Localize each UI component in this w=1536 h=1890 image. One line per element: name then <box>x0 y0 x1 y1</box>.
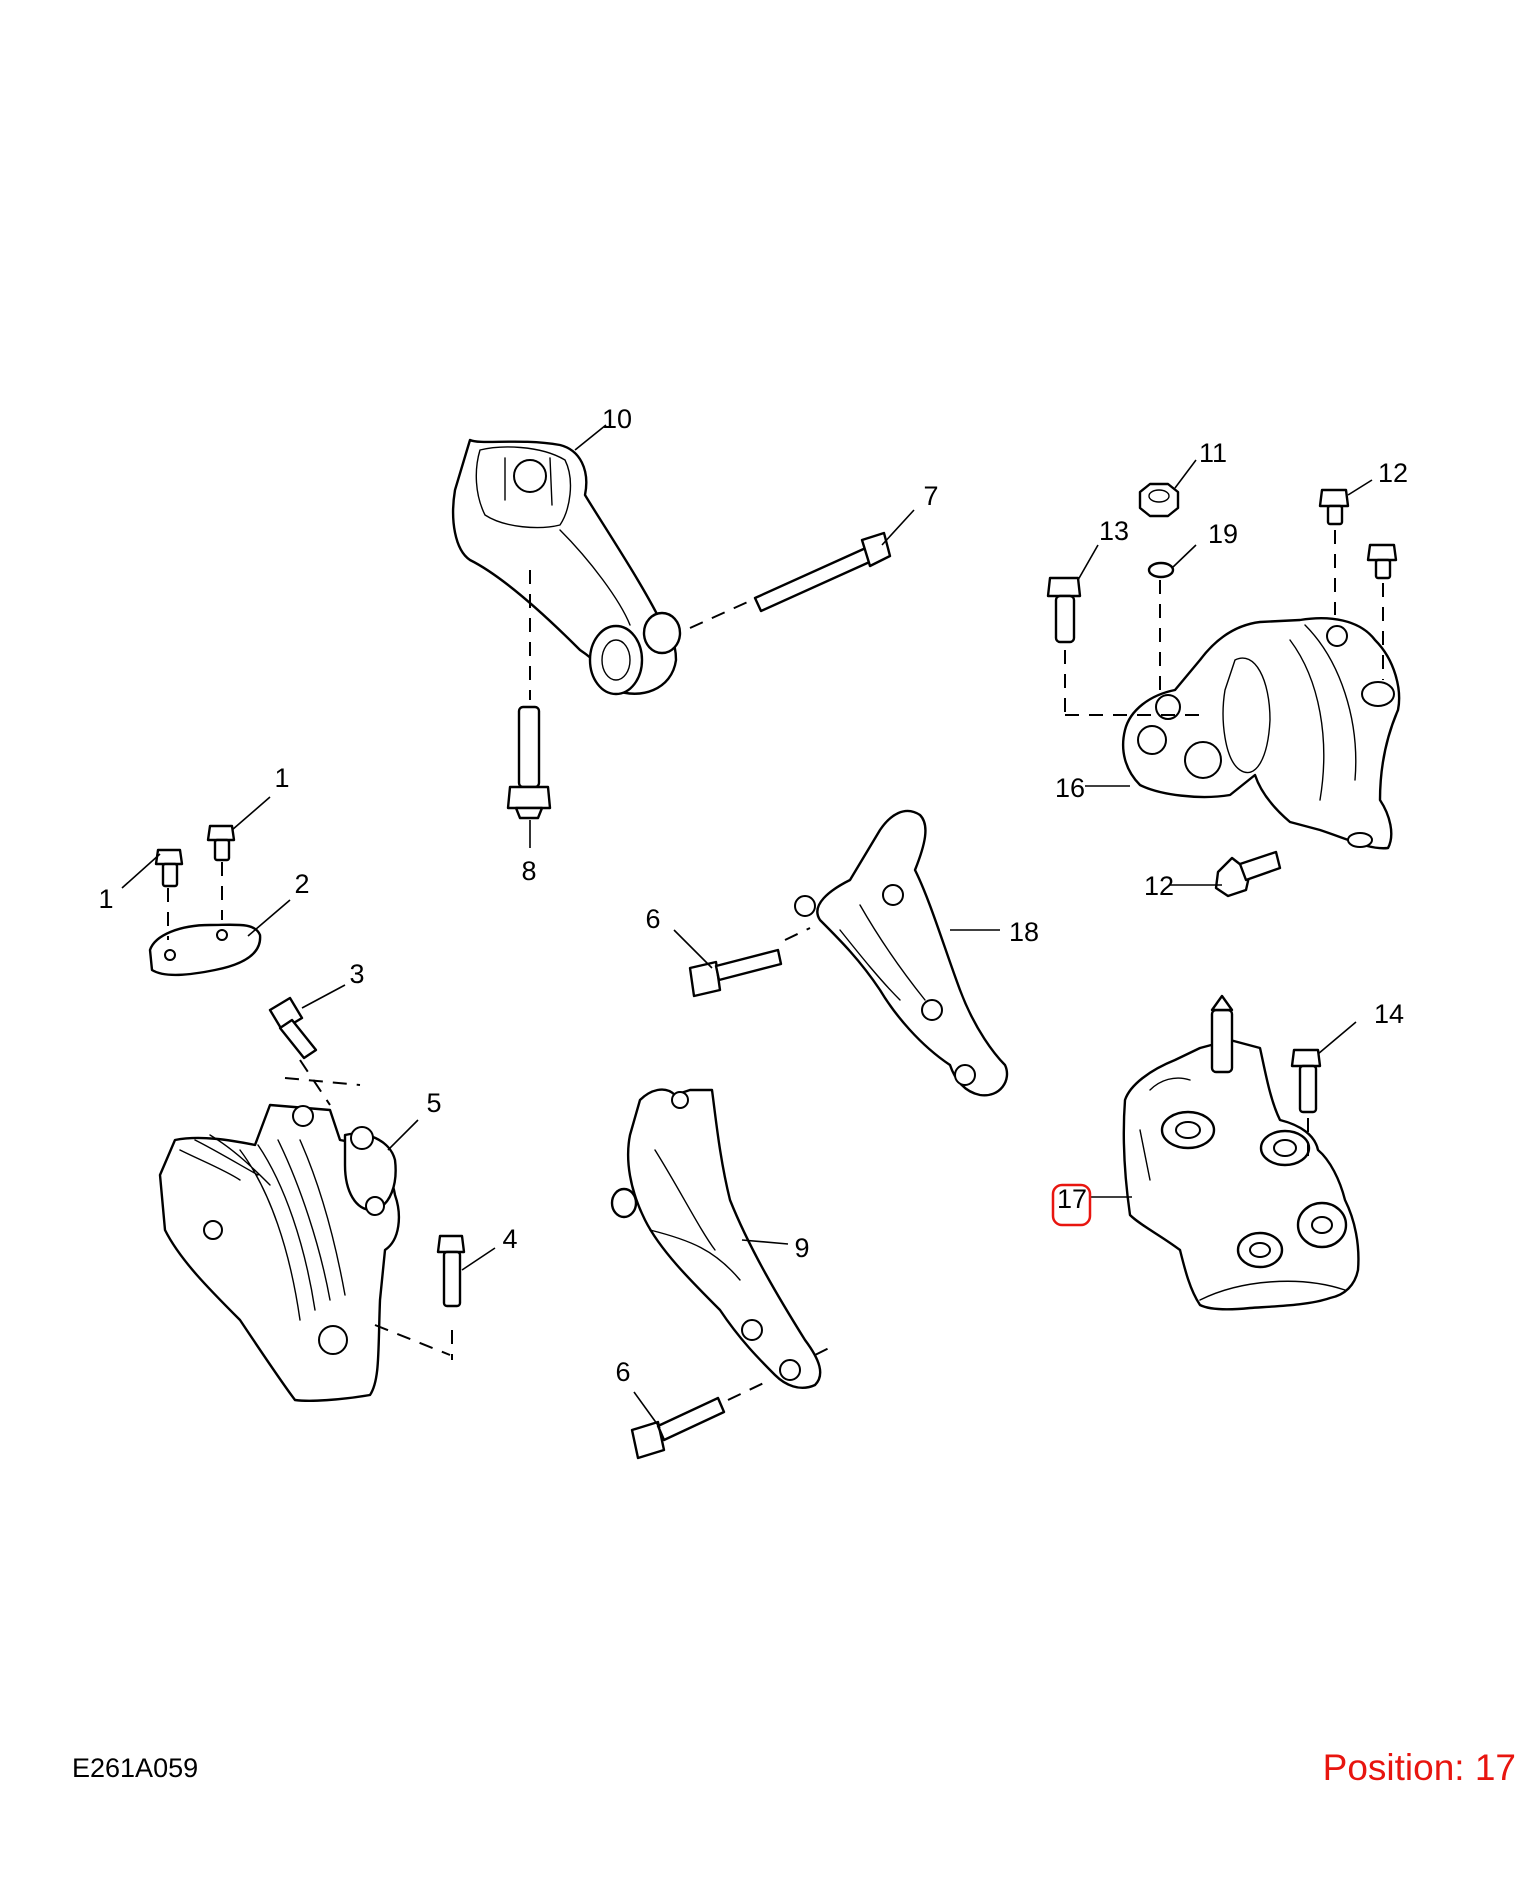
callout-9: 9 <box>794 1233 809 1263</box>
part-bracket-18[interactable] <box>794 809 1009 1097</box>
part-right-mount[interactable] <box>1121 617 1401 850</box>
selected-callout-highlight <box>1051 1183 1092 1227</box>
part-bracket-9[interactable] <box>610 1088 822 1389</box>
part-bolt-1b[interactable] <box>154 848 184 888</box>
part-torque-rod-mount[interactable] <box>451 438 682 696</box>
part-bolt-6b[interactable] <box>630 1396 726 1460</box>
callout-2: 2 <box>294 869 309 899</box>
callout-3: 3 <box>349 959 364 989</box>
part-bolt-14[interactable] <box>1290 1048 1322 1114</box>
part-transmission-mount[interactable] <box>1122 994 1360 1311</box>
part-bolt-12c[interactable] <box>1214 850 1282 898</box>
part-bolt-3[interactable] <box>268 996 318 1060</box>
part-bolt-8[interactable] <box>506 705 552 820</box>
part-bolt-1a[interactable] <box>206 824 236 862</box>
callout-12: 12 <box>1144 871 1174 901</box>
part-plate-2[interactable] <box>148 923 262 977</box>
callout-6: 6 <box>645 904 660 934</box>
assembly-dash-lines <box>167 530 1384 1401</box>
callout-17: 17 <box>1057 1184 1087 1214</box>
part-bolt-13[interactable] <box>1046 576 1082 644</box>
part-bolt-12b[interactable] <box>1366 543 1398 580</box>
part-washer-19[interactable] <box>1147 561 1175 579</box>
callout-19: 19 <box>1208 519 1238 549</box>
callout-6: 6 <box>615 1357 630 1387</box>
callout-16: 16 <box>1055 773 1085 803</box>
part-bolt-7[interactable] <box>753 531 892 613</box>
callout-4: 4 <box>502 1224 517 1254</box>
callout-labels: 1 1 2 3 4 5 6 6 7 8 9 10 11 12 12 13 14 … <box>98 404 1408 1387</box>
callout-12: 12 <box>1378 458 1408 488</box>
diagram-code: E261A059 <box>72 1753 199 1783</box>
part-left-mount[interactable] <box>158 1103 401 1402</box>
callout-14: 14 <box>1374 999 1404 1029</box>
part-bolt-6a[interactable] <box>688 948 783 998</box>
callout-5: 5 <box>426 1088 441 1118</box>
part-bolt-12a[interactable] <box>1318 488 1350 526</box>
callout-1: 1 <box>98 884 113 914</box>
leader-lines <box>121 424 1373 1429</box>
position-indicator: Position: 17 <box>1322 1747 1516 1788</box>
callout-10: 10 <box>602 404 632 434</box>
callout-13: 13 <box>1099 516 1129 546</box>
callout-1: 1 <box>274 763 289 793</box>
callout-7: 7 <box>923 481 938 511</box>
callout-8: 8 <box>521 856 536 886</box>
callout-18: 18 <box>1009 917 1039 947</box>
part-nut-11[interactable] <box>1138 482 1180 518</box>
callout-11: 11 <box>1199 438 1227 468</box>
part-bolt-4[interactable] <box>436 1234 466 1308</box>
